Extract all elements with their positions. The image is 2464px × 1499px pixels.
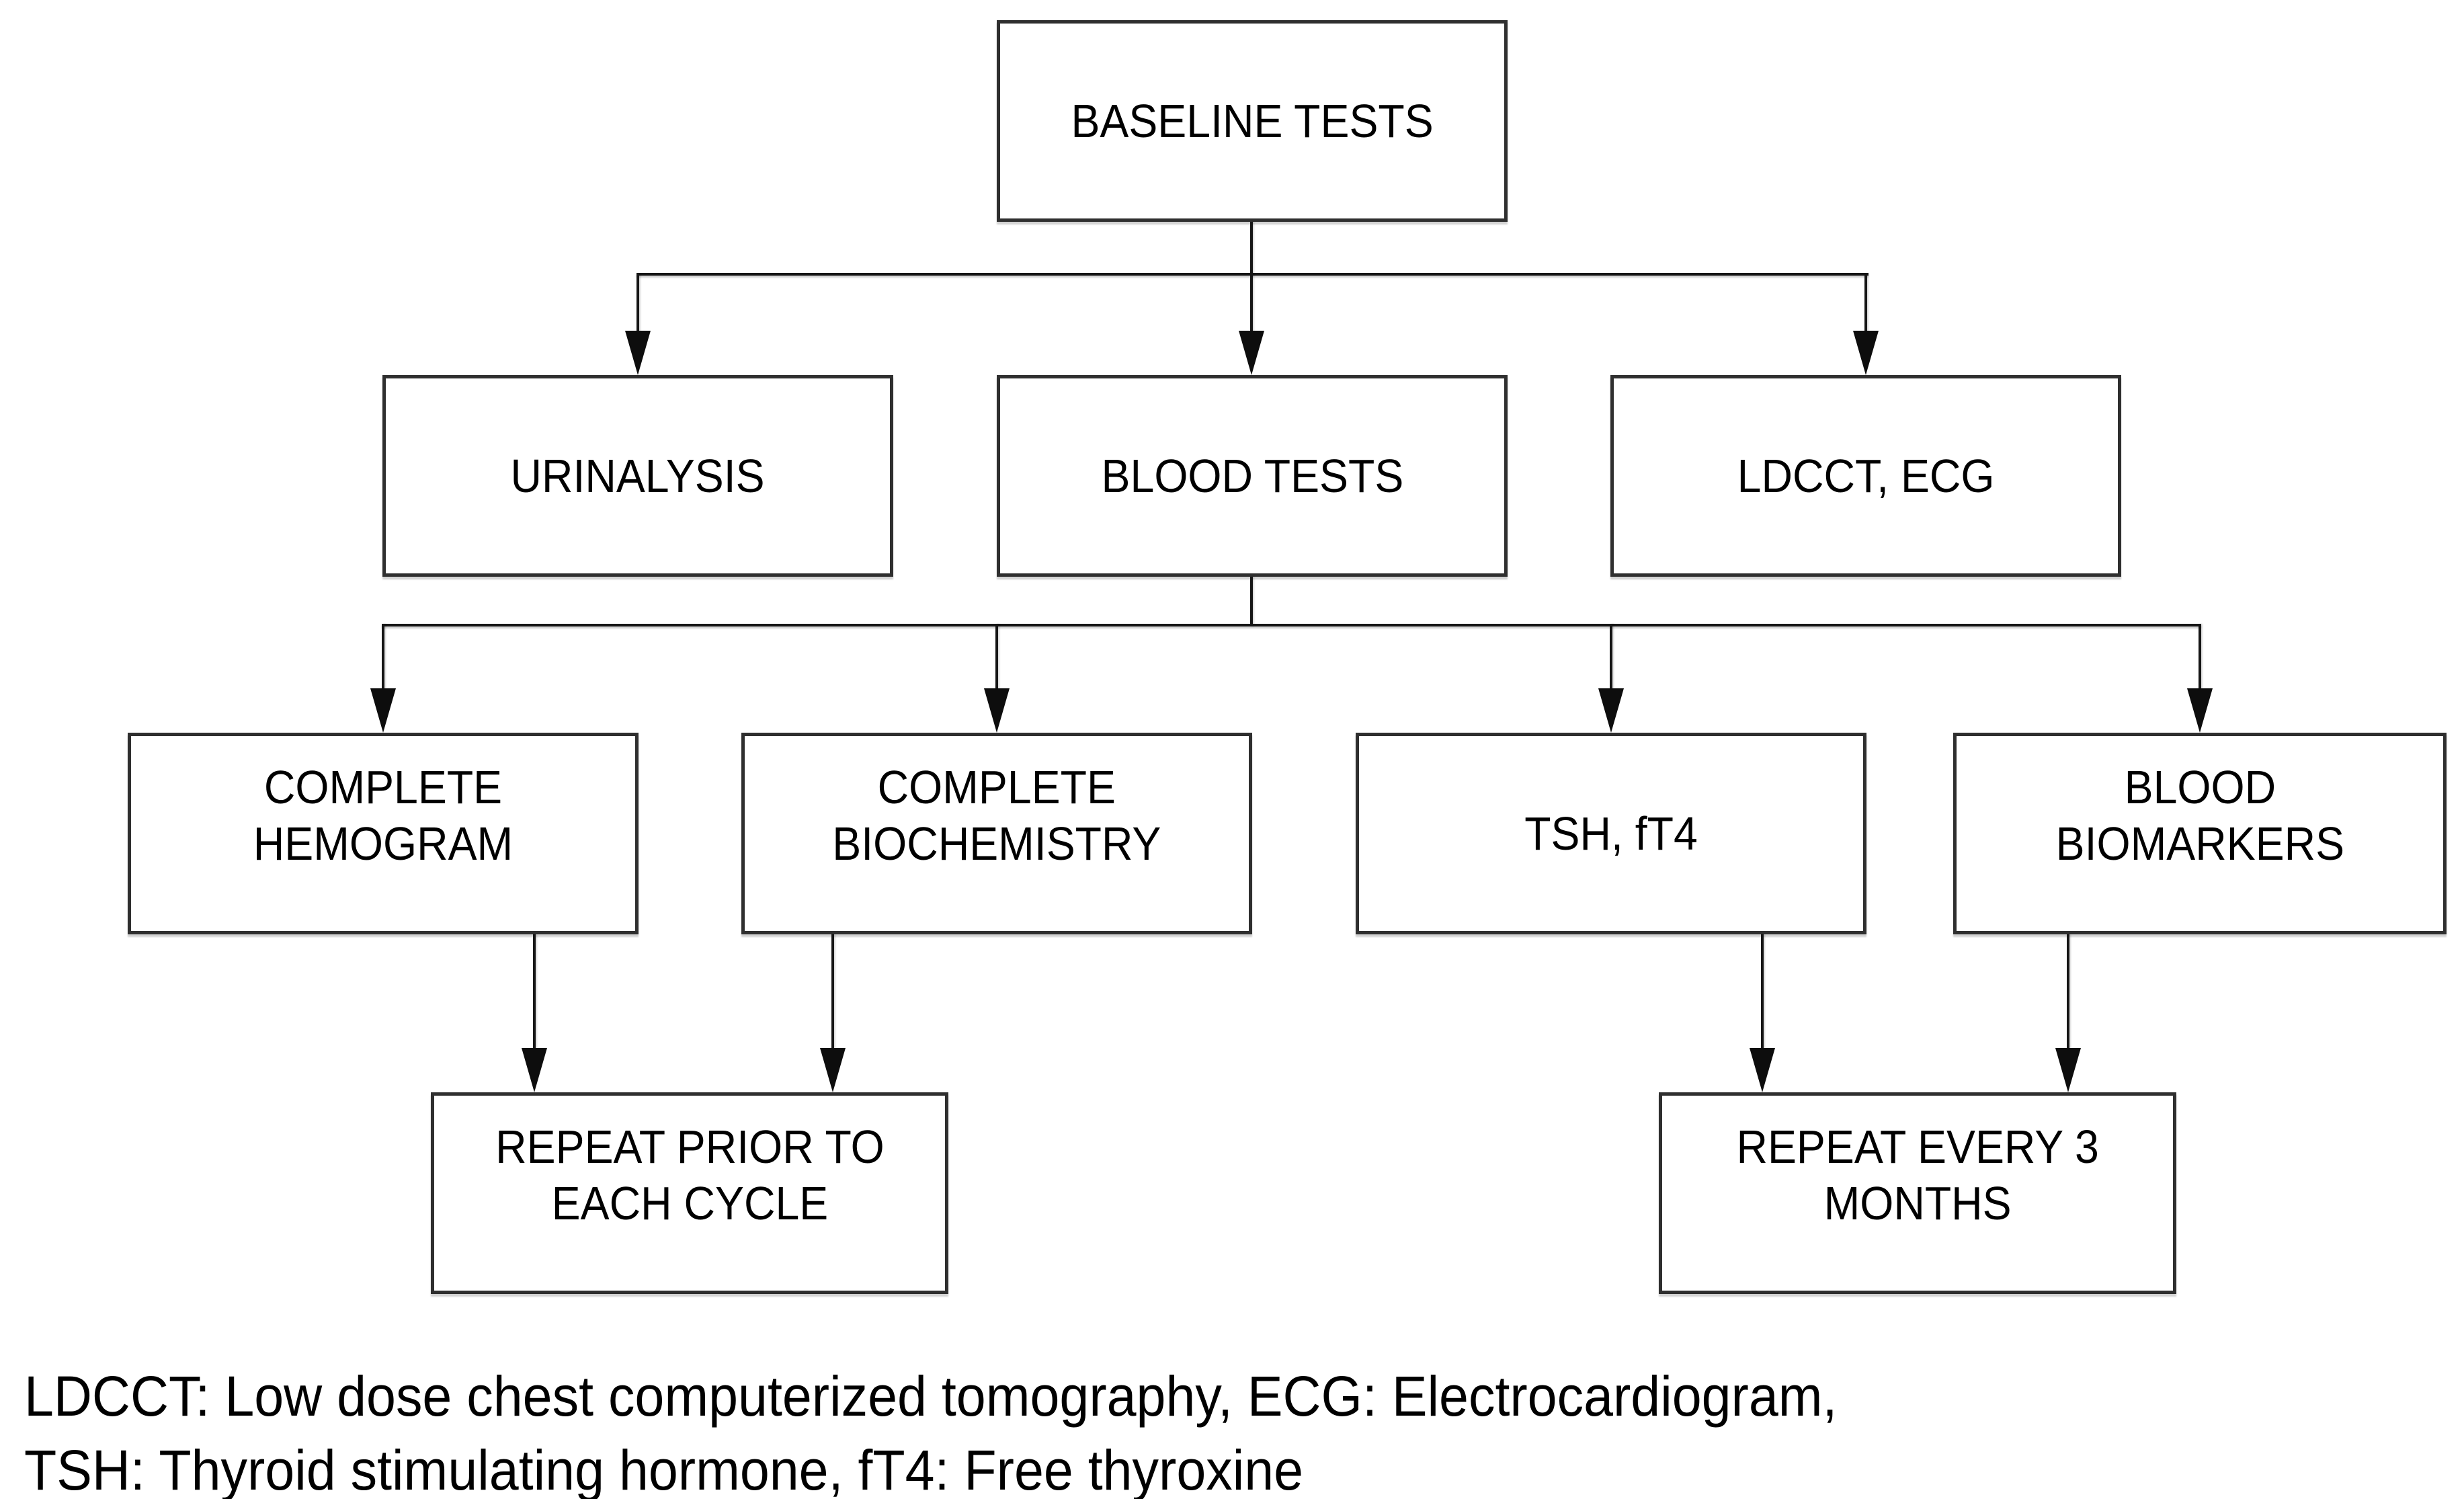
connector-line (2067, 934, 2069, 1051)
connector-line (995, 624, 998, 691)
connector-line (1610, 624, 1612, 691)
node-blood-tests: BLOOD TESTS (997, 375, 1508, 577)
arrow-down-icon (1239, 331, 1264, 375)
connector-line (1250, 577, 1253, 626)
node-label: LDCCT, ECG (1737, 450, 1995, 502)
node-label: BLOOD BIOMARKERS (2055, 761, 2344, 870)
node-complete-biochemistry: COMPLETE BIOCHEMISTRY (741, 733, 1252, 934)
node-urinalysis: URINALYSIS (382, 375, 893, 577)
arrow-down-icon (625, 331, 651, 375)
connector-line (382, 624, 384, 691)
node-tsh-ft4: TSH, fT4 (1356, 733, 1866, 934)
node-complete-hemogram: COMPLETE HEMOGRAM (128, 733, 639, 934)
connector-line (1761, 934, 1764, 1051)
connector-line (382, 624, 2201, 626)
connector-line (1250, 273, 1253, 335)
node-blood-biomarkers: BLOOD BIOMARKERS (1953, 733, 2447, 934)
connector-line (2199, 624, 2201, 691)
arrow-down-icon (984, 688, 1010, 733)
node-label: COMPLETE HEMOGRAM (253, 761, 514, 870)
node-label: REPEAT EVERY 3 MONTHS (1736, 1121, 2099, 1229)
node-ldcct-ecg: LDCCT, ECG (1610, 375, 2121, 577)
node-label: COMPLETE BIOCHEMISTRY (832, 761, 1161, 870)
node-label: TSH, fT4 (1524, 807, 1698, 860)
connector-line (636, 273, 639, 335)
arrow-down-icon (2055, 1048, 2081, 1092)
node-repeat-every-3-months: REPEAT EVERY 3 MONTHS (1659, 1092, 2176, 1294)
node-baseline-tests: BASELINE TESTS (997, 20, 1508, 222)
node-label: BASELINE TESTS (1071, 95, 1434, 147)
connector-line (1864, 273, 1867, 335)
connector-line (1250, 222, 1253, 276)
node-repeat-prior-to-each-cycle: REPEAT PRIOR TO EACH CYCLE (431, 1092, 948, 1294)
node-label: REPEAT PRIOR TO EACH CYCLE (495, 1121, 885, 1229)
arrow-down-icon (370, 688, 396, 733)
arrow-down-icon (1750, 1048, 1775, 1092)
node-label: BLOOD TESTS (1101, 450, 1403, 502)
connector-line (533, 934, 536, 1051)
arrow-down-icon (522, 1048, 547, 1092)
connector-line (831, 934, 834, 1051)
arrow-down-icon (820, 1048, 846, 1092)
arrow-down-icon (2187, 688, 2213, 733)
arrow-down-icon (1598, 688, 1624, 733)
arrow-down-icon (1853, 331, 1879, 375)
abbreviation-legend: LDCCT: Low dose chest computerized tomog… (24, 1365, 1838, 1499)
node-label: URINALYSIS (510, 450, 766, 502)
